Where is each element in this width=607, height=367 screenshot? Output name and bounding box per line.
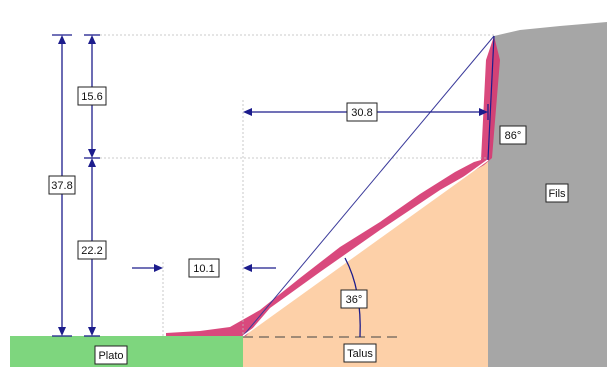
box-rock-label bbox=[545, 183, 569, 203]
box-top-horizontal bbox=[346, 102, 378, 122]
arrow-upper-top bbox=[88, 35, 96, 44]
label-base-horizontal: 10.1 bbox=[193, 263, 214, 275]
box-talus-angle bbox=[340, 289, 368, 309]
label-total-height: 37.8 bbox=[51, 180, 72, 192]
label-upper-height: 15.6 bbox=[81, 91, 102, 103]
label-rock: Fils bbox=[548, 188, 566, 200]
arrow-base-left bbox=[154, 264, 163, 272]
arrow-base-right bbox=[243, 264, 252, 272]
arrow-total-bottom bbox=[58, 327, 66, 336]
reference-diagonal bbox=[242, 35, 495, 337]
cliff-edge-line bbox=[487, 35, 495, 161]
box-lower-height bbox=[77, 240, 107, 260]
label-talus-angle: 36° bbox=[346, 294, 363, 306]
label-plateau: Plato bbox=[98, 350, 123, 362]
box-base-horizontal bbox=[188, 258, 220, 278]
box-cliff-angle bbox=[499, 125, 527, 145]
box-total-height bbox=[48, 175, 76, 195]
arrow-upper-bottom bbox=[88, 149, 96, 158]
box-upper-height bbox=[77, 86, 107, 106]
box-plateau-label bbox=[94, 345, 128, 365]
deposit-band bbox=[166, 36, 500, 336]
arrow-top-right bbox=[479, 108, 488, 116]
arrow-lower-top bbox=[88, 158, 96, 167]
label-lower-height: 22.2 bbox=[81, 245, 102, 257]
arrow-top-left bbox=[243, 108, 252, 116]
arrow-lower-bottom bbox=[88, 327, 96, 336]
label-top-horizontal: 30.8 bbox=[351, 107, 372, 119]
box-talus-label bbox=[343, 343, 377, 363]
label-cliff-angle: 86° bbox=[505, 130, 522, 142]
talus-region bbox=[243, 160, 488, 367]
talus-surface-line bbox=[242, 159, 489, 337]
arrow-total-top bbox=[58, 35, 66, 44]
label-talus: Talus bbox=[347, 348, 373, 360]
